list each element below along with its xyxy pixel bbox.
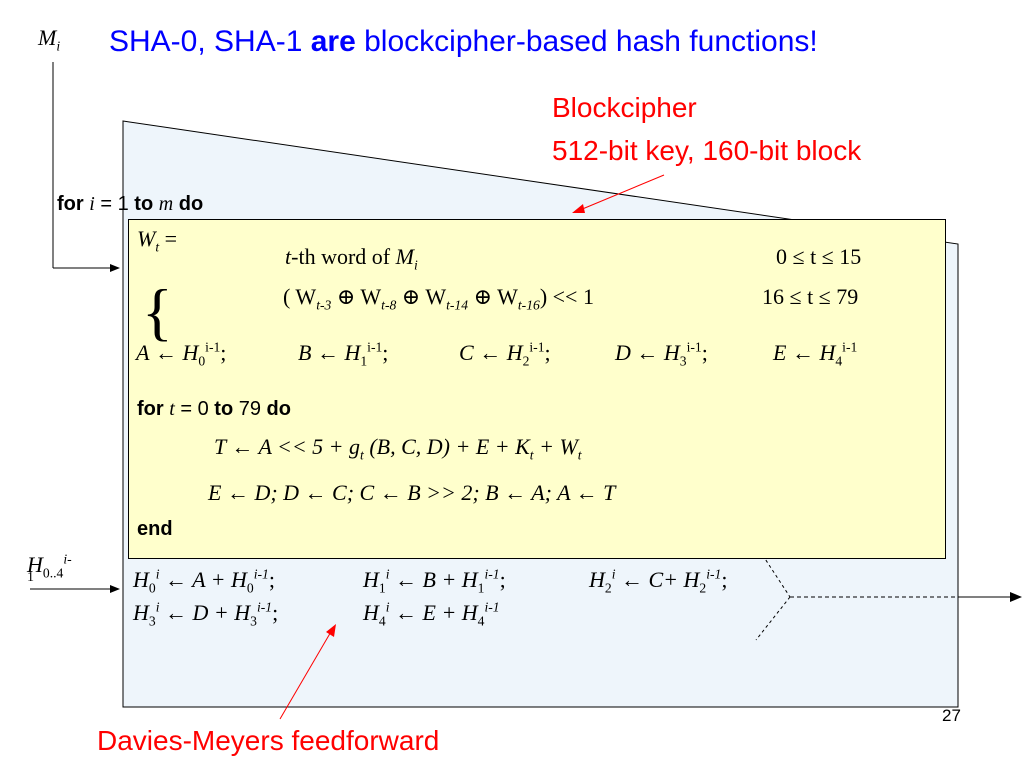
init-c: C ← H2i-1; (459, 339, 551, 369)
compression-box (128, 219, 946, 559)
feedforward-h1: H1i ← B + H1i-1; (363, 566, 506, 596)
schedule-case-1: t-th word of Mi (285, 244, 418, 273)
init-e: E ← H4i-1 (773, 339, 858, 369)
h-input-label: H0..4i- (27, 551, 72, 581)
h-input-label-cont: 1 (27, 570, 34, 585)
davies-meyers-label: Davies-Meyers feedforward (97, 725, 440, 756)
outer-loop-header: for i = 1 to m do (57, 193, 204, 215)
page-title: SHA-0, SHA-1 are blockcipher-based hash … (109, 25, 818, 58)
feedforward-h4: H4i ← E + H4i-1 (363, 599, 500, 629)
init-d: D ← H3i-1; (615, 339, 708, 369)
blockcipher-arrow (579, 174, 665, 211)
h-arrowhead (110, 585, 120, 593)
init-b: B ← H1i-1; (298, 339, 389, 369)
blockcipher-arrowhead (572, 204, 585, 213)
output-arrowhead (1010, 592, 1022, 602)
output-dash-top (755, 544, 791, 598)
round-t-assign: T ← A << 5 + gt (B, C, D) + E + Kt + Wt (214, 434, 582, 463)
page-number: 27 (942, 706, 961, 725)
schedule-case-2: ( Wt-3 ⊕ Wt-8 ⊕ Wt-14 ⊕ Wt-16) << 1 (283, 284, 594, 313)
inner-loop-header: for t = 0 to 79 do (137, 398, 291, 420)
davies-arrow (279, 629, 333, 720)
schedule-case-1-condition: 0 ≤ t ≤ 15 (776, 244, 862, 269)
schedule-lhs: Wt = (137, 226, 178, 255)
mi-arrowhead (110, 264, 120, 272)
blockcipher-params: 512-bit key, 160-bit block (552, 135, 862, 166)
feedforward-h2: H2i ← C+ H2i-1; (589, 566, 728, 596)
davies-arrowhead (326, 624, 336, 637)
round-shift: E ← D; D ← C; C ← B >> 2; B ← A; A ← T (208, 480, 616, 505)
init-a: A ← H0i-1; (136, 339, 227, 369)
feedforward-h0: H0i ← A + H0i-1; (133, 566, 275, 596)
blockcipher-label: Blockcipher (552, 92, 697, 123)
loop-end: end (137, 518, 173, 540)
mi-label: Mi (38, 25, 61, 54)
feedforward-h3: H3i ← D + H3i-1; (133, 599, 279, 629)
schedule-case-2-condition: 16 ≤ t ≤ 79 (762, 284, 859, 309)
schedule-brace: { (142, 276, 173, 347)
